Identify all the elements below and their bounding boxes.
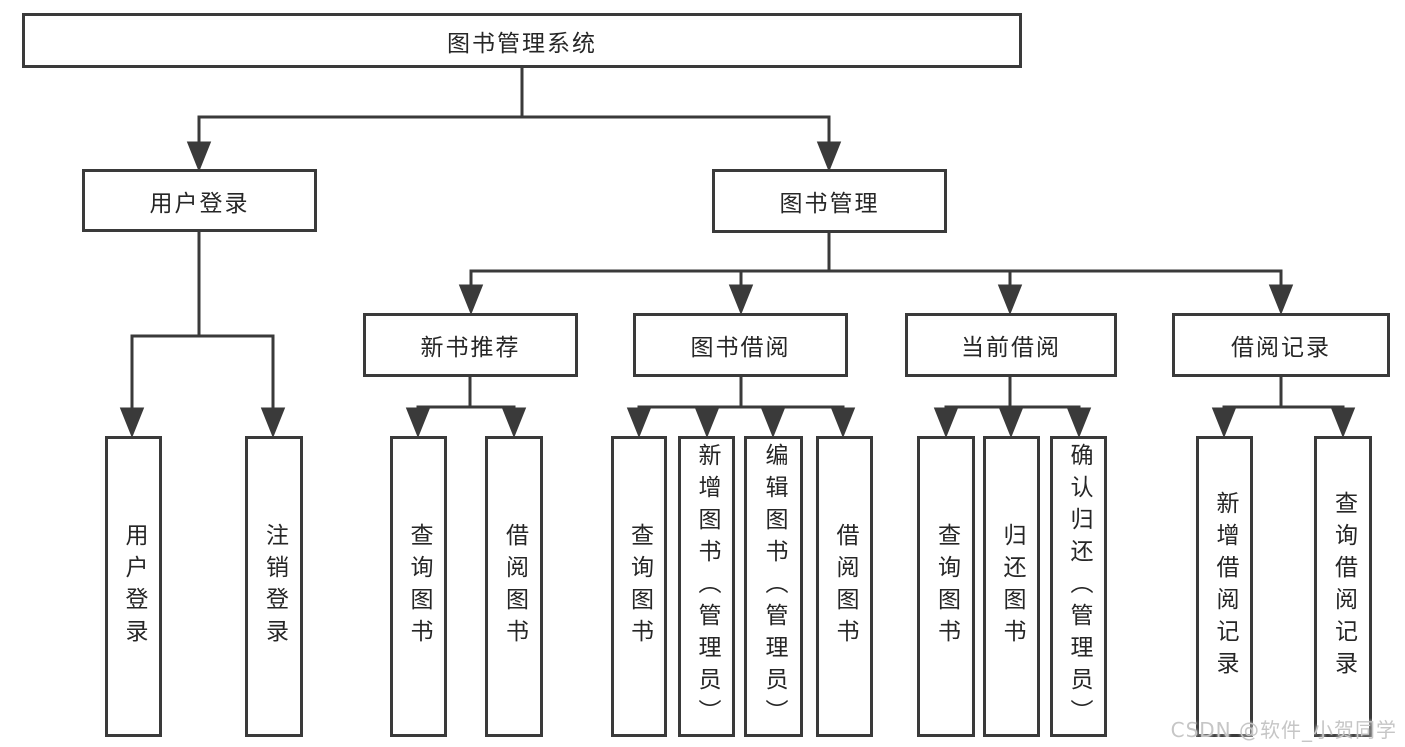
node-current-borrow: 当前借阅 — [905, 313, 1117, 377]
leaf-query-books-current: 查询图书 — [917, 436, 975, 737]
node-new-book-recommend: 新书推荐 — [363, 313, 578, 377]
arrowhead — [997, 284, 1023, 316]
arrowhead — [260, 407, 286, 439]
connector-borrow-records — [1211, 376, 1356, 439]
leaf-query-books-recommend-label: 查询图书 — [406, 522, 432, 651]
leaf-borrow-books-label: 借阅图书 — [832, 522, 858, 651]
node-root: 图书管理系统 — [22, 13, 1022, 68]
leaf-query-books-borrow: 查询图书 — [611, 436, 667, 737]
leaf-user-login: 用户登录 — [105, 436, 162, 737]
node-book-borrow: 图书借阅 — [633, 313, 848, 377]
node-borrow-records: 借阅记录 — [1172, 313, 1390, 377]
connector-root — [186, 66, 842, 173]
arrowhead — [816, 141, 842, 173]
leaf-borrow-books-recommend-label: 借阅图书 — [501, 522, 528, 651]
leaf-query-books-borrow-label: 查询图书 — [626, 522, 653, 651]
arrowhead — [1330, 407, 1356, 439]
arrowhead — [1211, 407, 1237, 439]
connector-current-borrow — [933, 376, 1092, 439]
arrowhead — [458, 284, 484, 316]
leaf-add-books-admin: 新增图书（管理员） — [678, 436, 735, 737]
arrowhead — [186, 141, 212, 173]
node-user-login: 用户登录 — [82, 169, 317, 232]
leaf-confirm-return-admin-label: 确认归还（管理员） — [1066, 442, 1092, 731]
leaf-add-borrow-record: 新增借阅记录 — [1196, 436, 1253, 737]
arrowhead — [501, 407, 527, 439]
leaf-query-books-current-label: 查询图书 — [933, 522, 960, 651]
leaf-add-books-admin-label: 新增图书（管理员） — [694, 442, 720, 731]
arrowhead — [119, 407, 145, 439]
node-root-label: 图书管理系统 — [447, 30, 597, 57]
leaf-return-books: 归还图书 — [983, 436, 1040, 737]
leaf-edit-books-admin-label: 编辑图书（管理员） — [761, 442, 787, 731]
arrowhead — [1268, 284, 1294, 316]
node-new-book-recommend-label: 新书推荐 — [420, 335, 521, 361]
node-book-management-label: 图书管理 — [779, 191, 880, 217]
connector-user-login — [119, 231, 286, 439]
connector-book-borrow — [626, 376, 856, 439]
arrowhead — [1066, 407, 1092, 439]
arrowhead — [933, 407, 959, 439]
leaf-borrow-books-recommend: 借阅图书 — [485, 436, 543, 737]
leaf-query-books-recommend: 查询图书 — [390, 436, 447, 737]
node-borrow-records-label: 借阅记录 — [1231, 335, 1331, 361]
connector-new-book-recommend — [405, 376, 527, 439]
node-book-borrow-label: 图书借阅 — [690, 335, 791, 361]
leaf-query-borrow-record-label: 查询借阅记录 — [1330, 490, 1357, 683]
leaf-edit-books-admin: 编辑图书（管理员） — [744, 436, 803, 737]
leaf-logout-label: 注销登录 — [261, 522, 288, 651]
node-current-borrow-label: 当前借阅 — [961, 335, 1061, 361]
leaf-logout: 注销登录 — [245, 436, 303, 737]
leaf-query-borrow-record: 查询借阅记录 — [1314, 436, 1372, 737]
leaf-return-books-label: 归还图书 — [999, 522, 1025, 651]
arrowhead — [728, 284, 754, 316]
leaf-borrow-books: 借阅图书 — [816, 436, 873, 737]
arrowhead — [626, 407, 652, 439]
connector-book-management — [458, 232, 1294, 316]
watermark: CSDN @软件_小贺同学 — [1170, 718, 1397, 742]
arrowhead — [830, 407, 856, 439]
leaf-add-borrow-record-label: 新增借阅记录 — [1212, 490, 1238, 683]
arrowhead — [694, 407, 720, 439]
arrowhead — [760, 407, 786, 439]
arrowhead — [998, 407, 1024, 439]
node-user-login-label: 用户登录 — [149, 190, 250, 217]
leaf-user-login-label: 用户登录 — [121, 522, 147, 651]
leaf-confirm-return-admin: 确认归还（管理员） — [1050, 436, 1107, 737]
node-book-management: 图书管理 — [712, 169, 947, 233]
arrowhead — [405, 407, 431, 439]
